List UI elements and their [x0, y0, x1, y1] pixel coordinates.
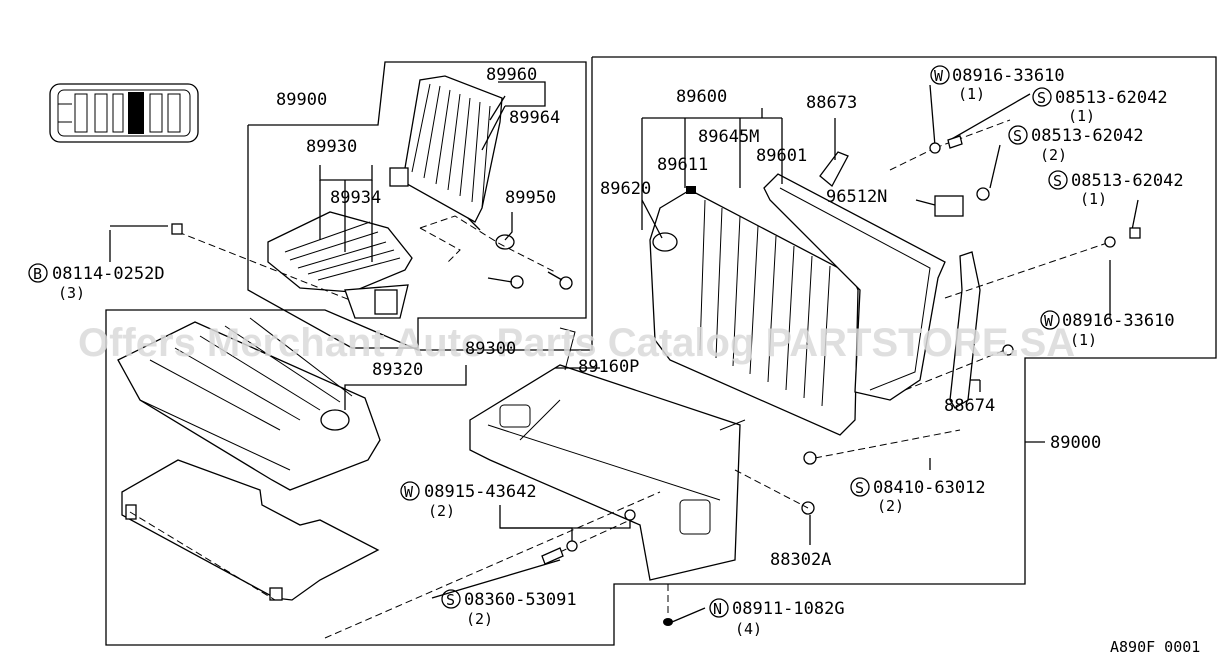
svg-text:(2): (2)	[1040, 146, 1067, 164]
svg-text:08513-62042: 08513-62042	[1071, 171, 1184, 191]
fastener-label-s1: S 08513-62042 (1)	[1032, 87, 1168, 125]
svg-text:S: S	[1037, 89, 1046, 107]
svg-text:S: S	[446, 591, 455, 609]
fastener-label-b1: B 08114-0252D (3)	[28, 263, 165, 302]
fastener-label-s5: S 08360-53091 (2)	[441, 589, 577, 628]
svg-text:(1): (1)	[1080, 190, 1107, 208]
label-89320: 89320	[372, 360, 423, 380]
label-89900: 89900	[276, 90, 327, 110]
label-89934: 89934	[330, 188, 381, 208]
svg-text:08915-43642: 08915-43642	[424, 482, 537, 502]
cushion-cover-panel	[121, 459, 380, 601]
svg-text:B: B	[33, 265, 42, 283]
svg-text:08114-0252D: 08114-0252D	[52, 264, 165, 284]
svg-text:08513-62042: 08513-62042	[1055, 88, 1168, 108]
svg-text:(2): (2)	[877, 497, 904, 515]
group-89000-box	[105, 56, 1217, 646]
svg-text:S: S	[855, 479, 864, 497]
label-88674: 88674	[944, 396, 995, 416]
svg-text:(4): (4)	[735, 620, 762, 638]
leader-lines	[109, 81, 1139, 623]
watermark-text: Offers Merchant Auto Parts Catalog PARTS…	[78, 321, 1075, 365]
label-89964: 89964	[509, 108, 560, 128]
fastener-label-s2: S 08513-62042 (2)	[1008, 125, 1144, 164]
label-89960: 89960	[486, 65, 537, 85]
seat-back-frame	[763, 151, 990, 401]
fastener-label-s3: S 08513-62042 (1)	[1048, 170, 1184, 208]
label-89645M: 89645M	[698, 127, 759, 147]
svg-text:08916-33610: 08916-33610	[1062, 311, 1175, 331]
fastener-label-w3: W 08915-43642 (2)	[400, 481, 537, 520]
label-88302A: 88302A	[770, 550, 831, 570]
label-96512N: 96512N	[826, 187, 887, 207]
svg-text:08911-1082G: 08911-1082G	[732, 599, 845, 619]
label-88673: 88673	[806, 93, 857, 113]
svg-text:W: W	[934, 67, 944, 85]
label-89000: 89000	[1050, 433, 1101, 453]
svg-text:08916-33610: 08916-33610	[952, 66, 1065, 86]
label-89620: 89620	[600, 179, 651, 199]
label-89950: 89950	[505, 188, 556, 208]
svg-text:(3): (3)	[58, 284, 85, 302]
svg-text:(1): (1)	[1068, 107, 1095, 125]
svg-text:W: W	[404, 483, 414, 501]
vehicle-location-icon	[49, 83, 199, 143]
svg-text:S: S	[1013, 127, 1022, 145]
svg-text:08410-63012: 08410-63012	[873, 478, 986, 498]
bench-seat-back	[649, 186, 859, 436]
fastener-label-n1: N 08911-1082G (4)	[709, 598, 845, 638]
label-89930: 89930	[306, 137, 357, 157]
rear-seat-assembly	[177, 75, 573, 319]
diagram-code: A890F 0001	[1110, 638, 1200, 656]
fastener-icons	[171, 135, 1141, 565]
fastener-label-s4: S 08410-63012 (2)	[850, 477, 986, 515]
svg-text:(2): (2)	[428, 502, 455, 520]
svg-text:(2): (2)	[466, 610, 493, 628]
fastener-label-w1: W 08916-33610 (1)	[930, 65, 1065, 103]
svg-text:W: W	[1044, 312, 1054, 330]
svg-text:08513-62042: 08513-62042	[1031, 126, 1144, 146]
seat-frame-89160P	[469, 327, 817, 626]
label-89601: 89601	[756, 146, 807, 166]
svg-text:08360-53091: 08360-53091	[464, 590, 577, 610]
label-89160P: 89160P	[578, 357, 639, 377]
svg-text:(1): (1)	[958, 85, 985, 103]
svg-text:S: S	[1053, 172, 1062, 190]
fastener-label-w2: W 08916-33610 (1)	[1040, 310, 1175, 349]
label-89600: 89600	[676, 87, 727, 107]
group-89900-box	[247, 61, 587, 349]
svg-text:N: N	[713, 600, 722, 618]
label-89611: 89611	[657, 155, 708, 175]
label-89300: 89300	[465, 339, 516, 359]
fastener-dash-lines	[129, 119, 1111, 639]
svg-text:(1): (1)	[1070, 331, 1097, 349]
bench-seat-cushion-89300	[117, 317, 381, 491]
